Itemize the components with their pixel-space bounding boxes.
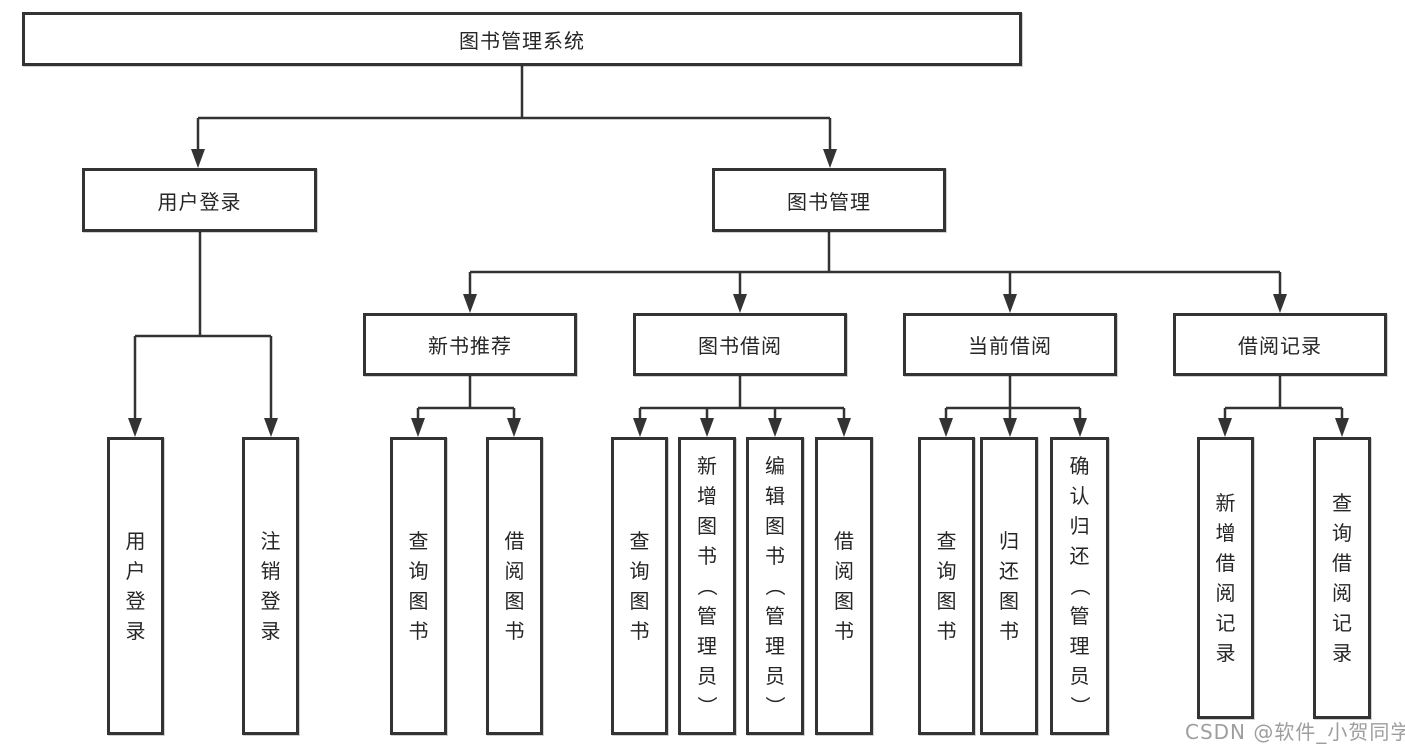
node-label: 用户登录 (125, 529, 146, 643)
node-label: 查询图书 (629, 529, 650, 643)
node-label: 借阅图书 (834, 529, 854, 643)
leaf-borrow-books-borrowing: 借阅图书 (815, 437, 873, 735)
leaf-borrow-books-recommend: 借阅图书 (486, 437, 543, 735)
node-label: 编辑图书（管理员） (763, 454, 787, 716)
leaf-query-borrow-record: 查询借阅记录 (1313, 437, 1371, 719)
node-label: 新增借阅记录 (1215, 491, 1236, 665)
leaf-query-books-recommend: 查询图书 (390, 437, 447, 735)
node-book-management: 图书管理 (712, 168, 946, 232)
node-label: 图书管理 (787, 189, 871, 214)
leaf-edit-book-admin: 编辑图书（管理员） (746, 437, 804, 735)
leaf-add-borrow-record: 新增借阅记录 (1197, 437, 1254, 719)
leaf-query-books-borrowing: 查询图书 (611, 437, 668, 735)
node-label: 归还图书 (999, 529, 1019, 643)
node-book-borrowing: 图书借阅 (633, 313, 847, 376)
leaf-return-book: 归还图书 (980, 437, 1038, 735)
node-label: 借阅图书 (504, 529, 525, 643)
leaf-add-book-admin: 新增图书（管理员） (678, 437, 736, 735)
leaf-user-login: 用户登录 (107, 437, 164, 735)
node-label: 新书推荐 (428, 334, 512, 358)
node-label: 图书借阅 (698, 334, 782, 358)
node-label: 确认归还（管理员） (1067, 454, 1092, 716)
node-user-login: 用户登录 (82, 168, 317, 232)
leaf-logout: 注销登录 (242, 437, 299, 735)
node-borrowing-records: 借阅记录 (1173, 313, 1387, 376)
node-label: 图书管理系统 (459, 28, 585, 53)
node-current-borrowing: 当前借阅 (903, 313, 1117, 376)
node-library-management-system: 图书管理系统 (22, 12, 1022, 66)
leaf-query-books-current: 查询图书 (918, 437, 975, 735)
node-label: 新增图书（管理员） (695, 454, 719, 716)
csdn-watermark: CSDN @软件_小贺同学 (1185, 720, 1405, 744)
leaf-confirm-return-admin: 确认归还（管理员） (1050, 437, 1109, 735)
node-label: 借阅记录 (1238, 334, 1322, 358)
node-new-book-recommend: 新书推荐 (363, 313, 577, 376)
node-label: 查询借阅记录 (1332, 491, 1352, 665)
node-label: 用户登录 (157, 189, 242, 214)
node-label: 注销登录 (260, 529, 281, 643)
node-label: 查询图书 (408, 529, 429, 643)
node-label: 当前借阅 (968, 334, 1052, 358)
node-label: 查询图书 (936, 529, 957, 643)
